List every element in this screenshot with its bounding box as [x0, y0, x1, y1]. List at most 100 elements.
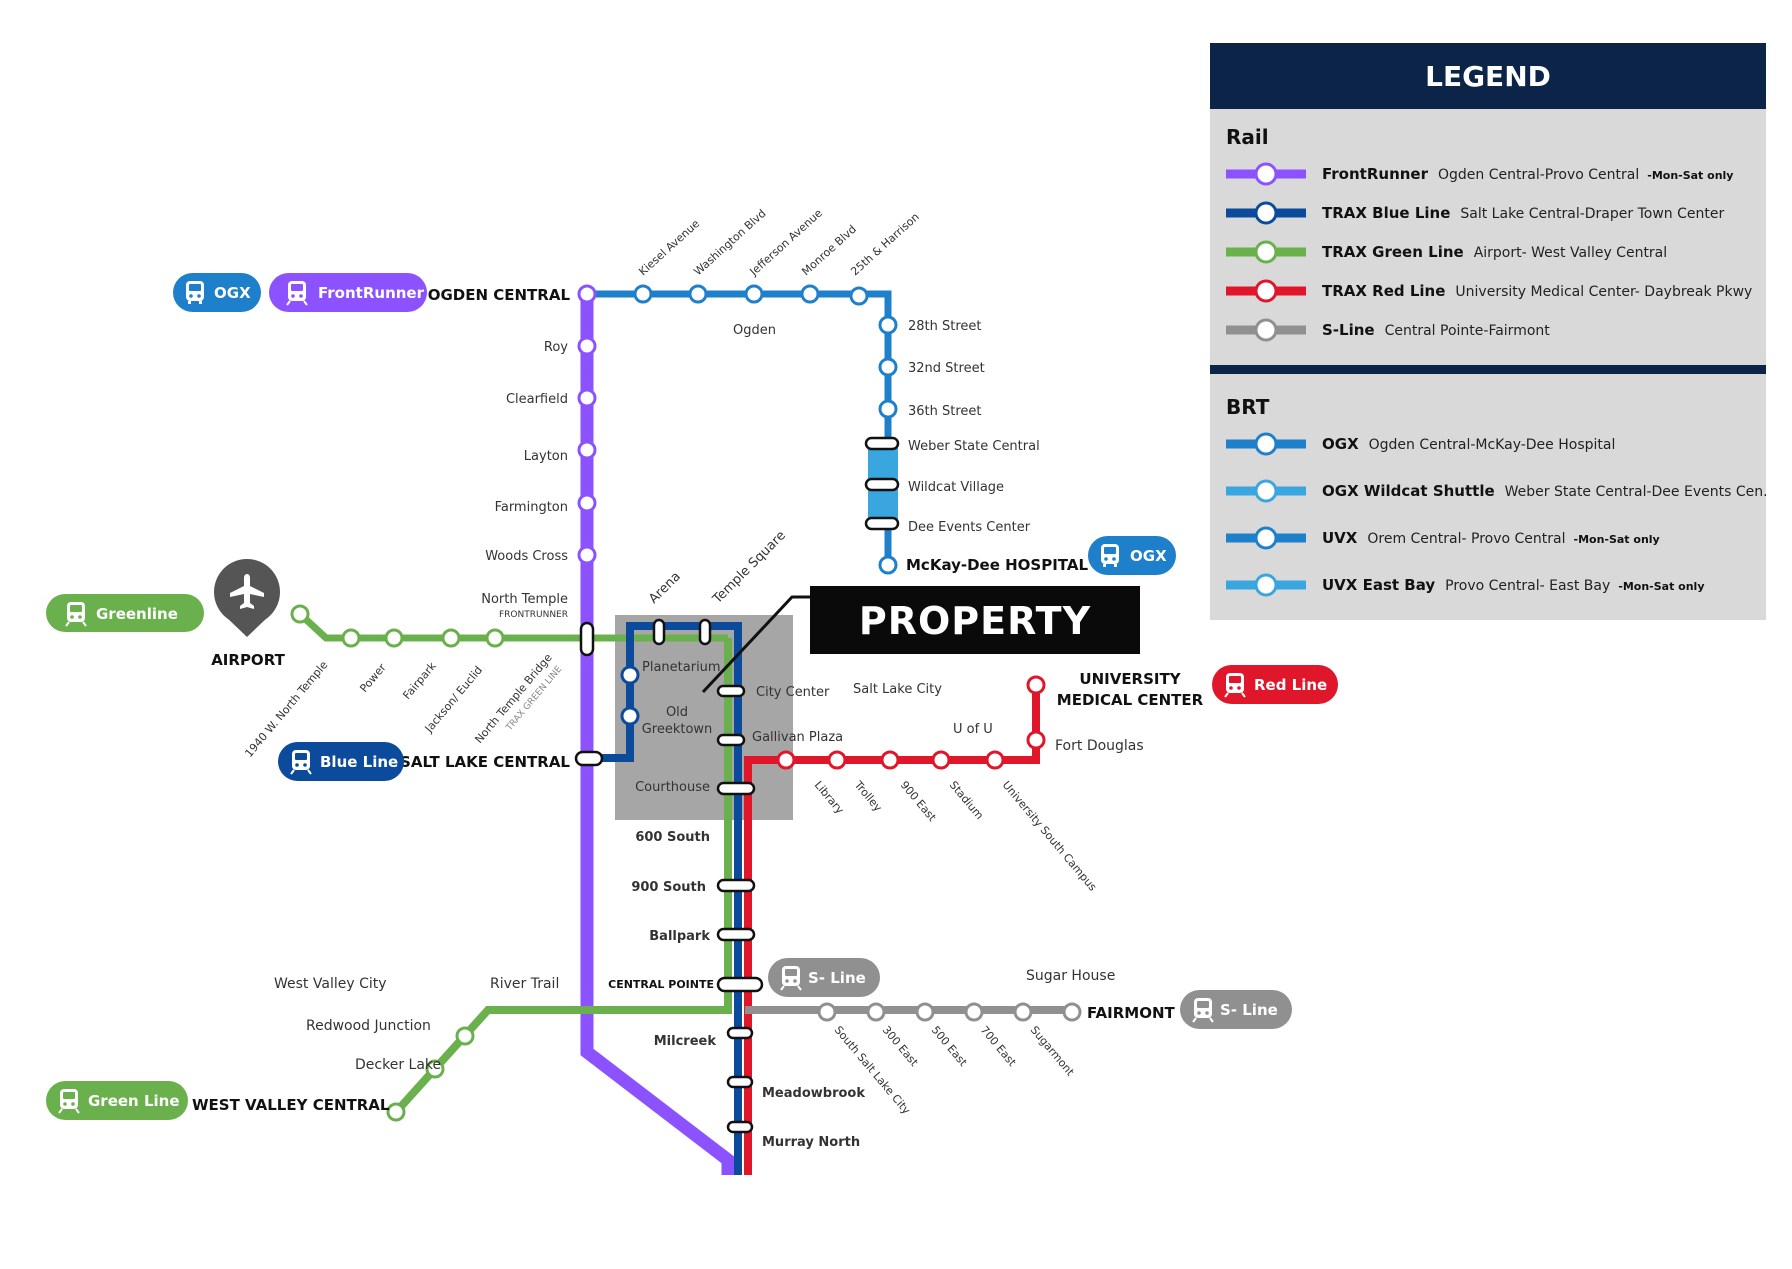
bus-icon — [1101, 544, 1119, 567]
station-label-500-east: 500 East — [929, 1024, 970, 1070]
station-label-ogden-central: OGDEN CENTRAL — [428, 286, 571, 304]
legend-station-swatch — [1254, 279, 1278, 303]
station-marker — [776, 750, 796, 770]
transfer-station — [579, 621, 595, 657]
legend-line-note: -Mon-Sat only — [1574, 533, 1660, 546]
station-marker — [1013, 1002, 1033, 1022]
station-marker — [1062, 1002, 1082, 1022]
station-label-wvc: WEST VALLEY CENTRAL — [192, 1096, 390, 1114]
station-marker — [485, 628, 505, 648]
train-icon — [1224, 673, 1246, 698]
station-label-library: Library — [812, 779, 847, 817]
legend-line-desc: Central Pointe-Fairmont — [1385, 323, 1551, 339]
station-label-north-temple: North Temple — [481, 592, 568, 607]
station-label-arena: Arena — [646, 569, 684, 607]
station-marker — [341, 628, 361, 648]
legend-line-note: -Mon-Sat only — [1647, 169, 1733, 182]
station-marker — [1026, 675, 1046, 695]
legend-rail-heading: Rail — [1226, 125, 1269, 149]
legend-station-swatch — [1254, 526, 1278, 550]
legend-station-swatch — [1254, 318, 1278, 342]
pill-frontrunner[interactable]: FrontRunner — [269, 273, 427, 312]
pill-ogx-top[interactable]: OGX — [173, 273, 261, 312]
legend-line-name: UVX — [1322, 529, 1358, 547]
pill-label: FrontRunner — [318, 284, 425, 302]
pill-label: Greenline — [96, 605, 178, 623]
station-marker — [577, 336, 597, 356]
station-label-harrison: 25th & Harrison — [848, 210, 922, 278]
transfer-station — [716, 684, 746, 698]
city-label-ogden: Ogden — [733, 323, 776, 338]
station-label-28th: 28th Street — [908, 319, 982, 334]
station-label-gallivan: Gallivan Plaza — [752, 730, 843, 745]
station-label-weber: Weber State Central — [908, 439, 1040, 454]
pill-red-line[interactable]: Red Line — [1212, 665, 1338, 704]
station-marker — [915, 1002, 935, 1022]
station-marker — [878, 399, 898, 419]
train-icon — [58, 1089, 80, 1114]
legend-line-desc: Ogden Central-McKay-Dee Hospital — [1369, 437, 1616, 453]
property-label: PROPERTY — [859, 599, 1091, 643]
station-marker — [985, 750, 1005, 770]
pill-green-line-bottom[interactable]: Green Line — [46, 1081, 188, 1120]
station-label-airport: AIRPORT — [211, 651, 285, 669]
station-label-fairpark: Fairpark — [400, 659, 439, 702]
station-label-planetarium: Planetarium — [642, 660, 721, 675]
legend-station-swatch — [1254, 573, 1278, 597]
station-marker — [384, 628, 404, 648]
station-label-farmington: Farmington — [495, 500, 568, 515]
pill-blue-line[interactable]: Blue Line — [278, 742, 404, 781]
station-label-temple-square: Temple Square — [710, 528, 789, 607]
pill-label: S- Line — [1220, 1001, 1278, 1019]
station-label-nt-bridge: North Temple Bridge — [472, 651, 555, 746]
station-label-dee: Dee Events Center — [908, 520, 1031, 535]
station-marker — [577, 493, 597, 513]
station-label-woods-cross: Woods Cross — [485, 549, 568, 564]
pill-label: Blue Line — [320, 753, 398, 771]
station-marker — [866, 1002, 886, 1022]
station-marker — [878, 555, 898, 575]
pill-greenline[interactable]: Greenline — [46, 594, 204, 632]
station-label-murray-north: Murray North — [762, 1135, 860, 1150]
legend-line-desc: Weber State Central-Dee Events Cen. — [1505, 484, 1768, 500]
station-marker — [577, 440, 597, 460]
station-marker — [800, 284, 820, 304]
pill-s-line-2[interactable]: S- Line — [1180, 990, 1292, 1029]
legend-line-desc: Ogden Central-Provo Central — [1438, 167, 1639, 183]
legend-line-desc: Provo Central- East Bay — [1445, 578, 1610, 594]
station-marker — [817, 1002, 837, 1022]
city-label-salt-lake-city: Salt Lake City — [853, 682, 942, 697]
train-icon — [290, 750, 312, 775]
station-label-roy: Roy — [544, 340, 568, 355]
blue-line — [587, 622, 742, 1175]
legend-line-desc: Orem Central- Provo Central — [1367, 531, 1565, 547]
pill-s-line-1[interactable]: S- Line — [768, 958, 880, 997]
green-line-trunk — [393, 638, 732, 1115]
station-marker — [964, 1002, 984, 1022]
station-label-layton: Layton — [524, 449, 568, 464]
legend-line-name: OGX Wildcat Shuttle — [1322, 482, 1495, 500]
station-label-600-south: 600 South — [635, 830, 710, 845]
frontrunner-line — [580, 294, 735, 1175]
legend-brt-heading: BRT — [1226, 395, 1270, 419]
pill-ogx-right[interactable]: OGX — [1088, 536, 1176, 575]
station-label-wildcat: Wildcat Village — [908, 480, 1004, 495]
transfer-station — [698, 618, 712, 646]
legend-line-desc: Airport- West Valley Central — [1474, 245, 1667, 261]
station-label-700-east: 700 East — [978, 1024, 1019, 1070]
transfer-station — [726, 1026, 754, 1040]
pill-label: OGX — [214, 284, 251, 302]
station-label-usc: University South Campus — [1000, 779, 1100, 894]
legend-station-swatch — [1254, 240, 1278, 264]
station-label-north-temple-sub: FRONTRUNNER — [499, 610, 568, 620]
pill-label: Red Line — [1254, 676, 1327, 694]
station-label-power: Power — [357, 661, 389, 695]
